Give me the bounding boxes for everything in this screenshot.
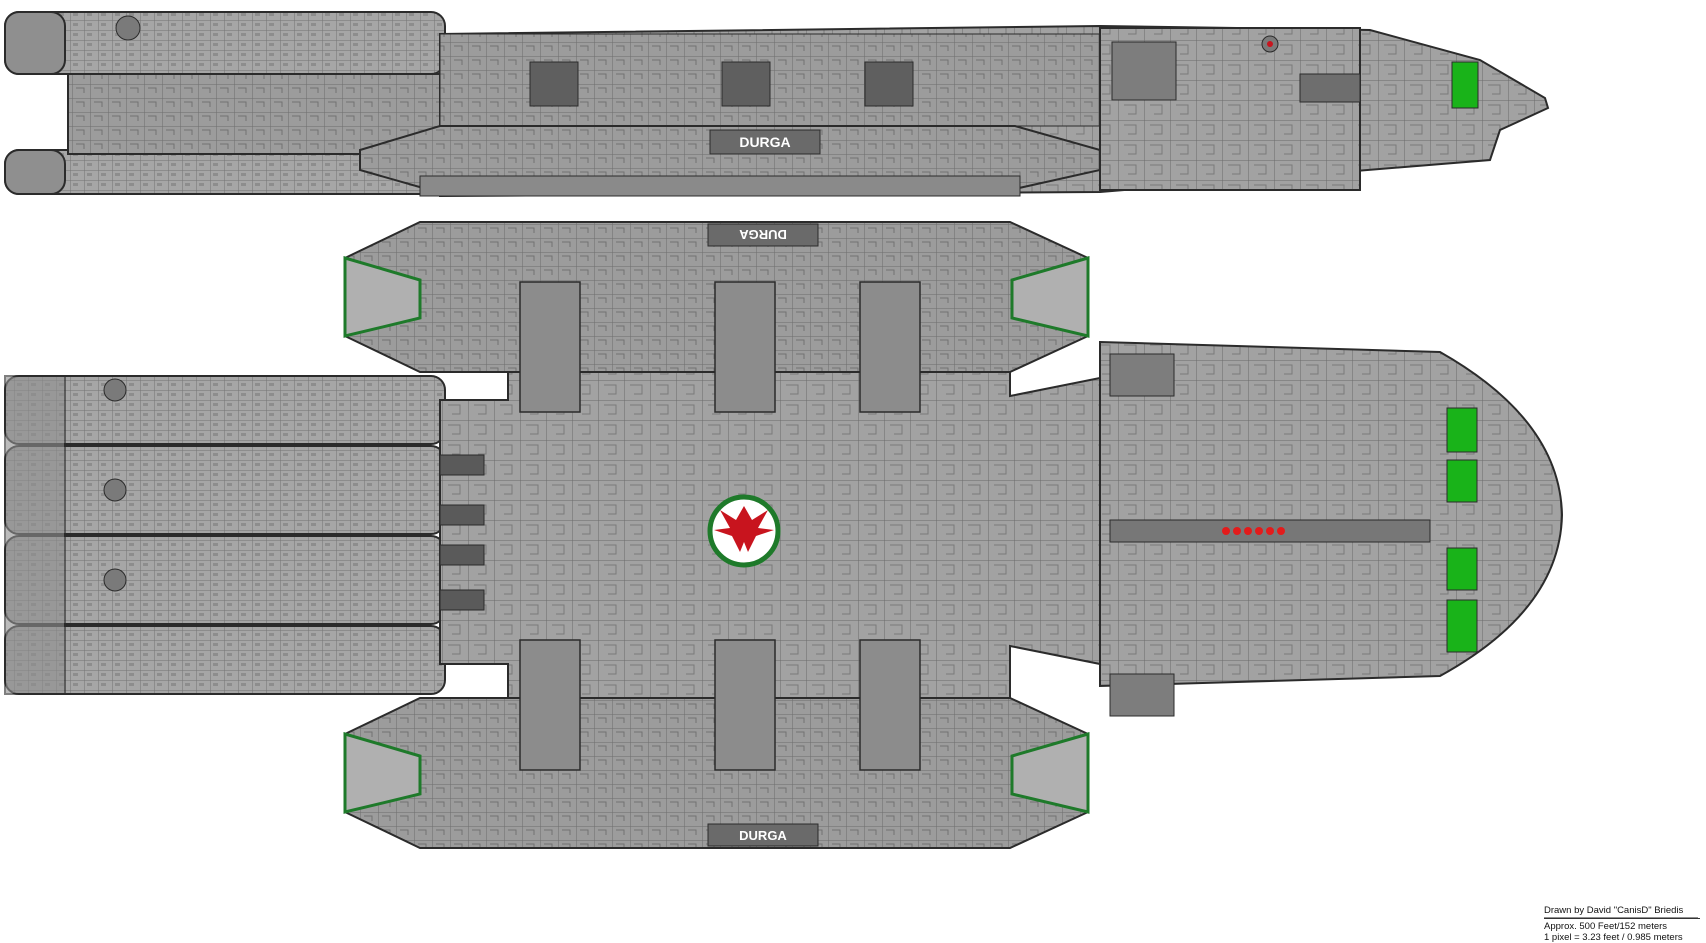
- engine-vent-icon: [103, 378, 127, 402]
- lower-pod-fore-bay: [1010, 732, 1090, 814]
- side-bow-green-strip: [1451, 61, 1479, 109]
- top-pod-ship-name: DURGA: [739, 227, 787, 242]
- upper-pod-fore-bay: [1010, 256, 1090, 338]
- lower-pod-aft-bay: [343, 731, 422, 814]
- credits-length: Approx. 500 Feet/152 meters: [1544, 921, 1668, 932]
- colonial-emblem: [707, 494, 781, 568]
- upper-pod-aft-bay: [343, 255, 422, 338]
- side-engine-vent-icon: [115, 15, 141, 41]
- side-turret-group: [529, 61, 914, 107]
- bow-green-strips: [1446, 407, 1478, 653]
- pod-struts: [519, 281, 921, 771]
- credits-scale: 1 pixel = 3.23 feet / 0.985 meters: [1544, 932, 1683, 943]
- top-view: DURGA DURGA: [4, 221, 1564, 849]
- turret-cluster: [439, 454, 485, 611]
- engine-vent-icon: [103, 478, 127, 502]
- top-engine-section: [4, 375, 446, 695]
- bottom-pod-ship-name: DURGA: [739, 828, 787, 843]
- engine-vent-icon: [103, 568, 127, 592]
- red-indicator-lights: [1222, 527, 1285, 535]
- side-view: DURGA: [4, 11, 1550, 198]
- phoenix-emblem-icon: [714, 506, 774, 552]
- credits-divider: [1544, 918, 1700, 919]
- credits-author: Drawn by David "CanisD" Briedis: [1544, 905, 1684, 916]
- credits-block: Drawn by David "CanisD" Briedis Approx. …: [1544, 905, 1700, 943]
- side-ship-name: DURGA: [739, 134, 790, 150]
